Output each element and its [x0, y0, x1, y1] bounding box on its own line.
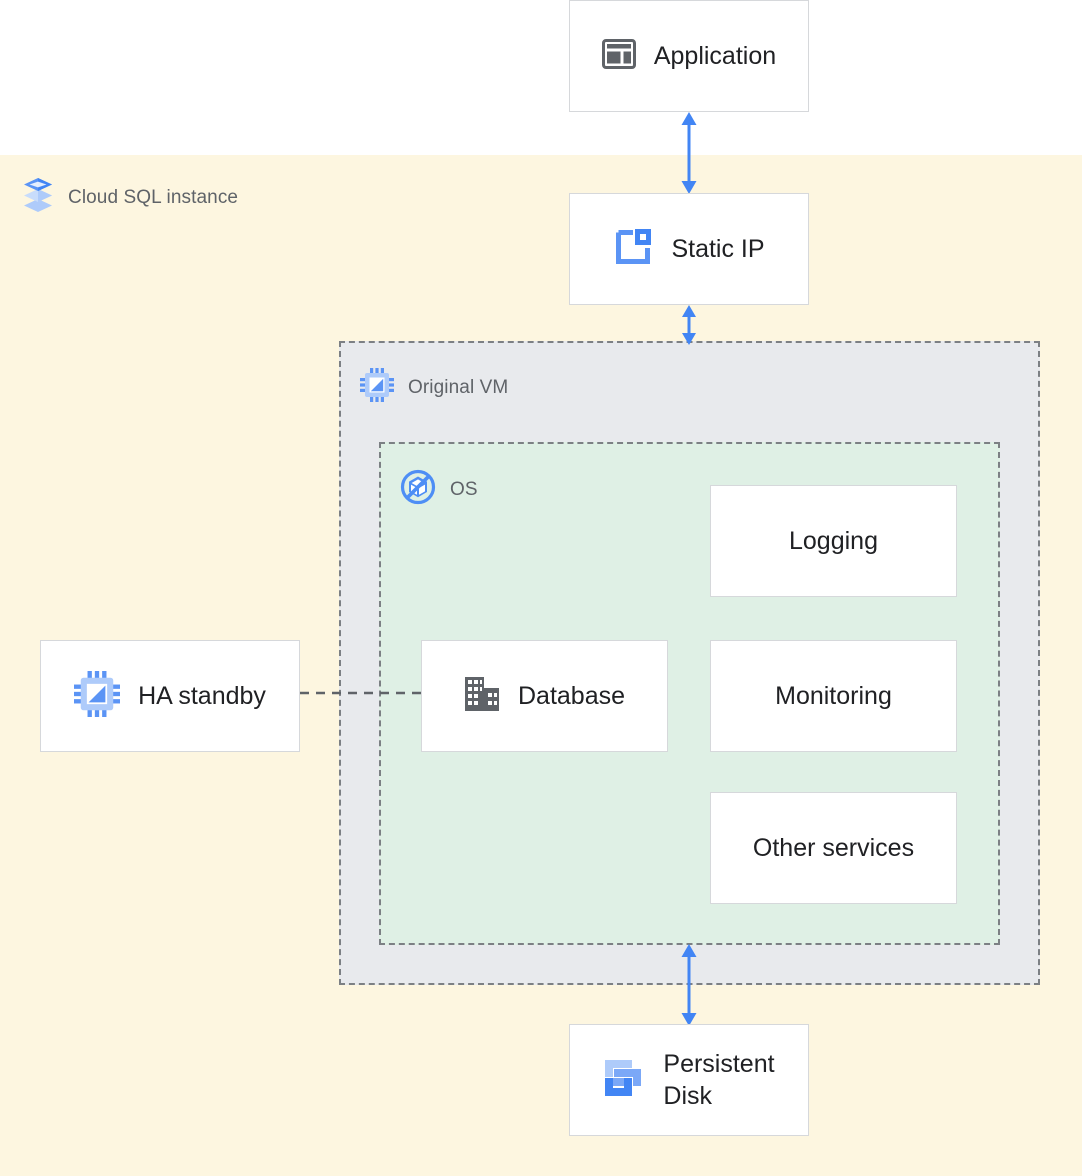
zone-label-text: OS — [450, 478, 478, 500]
zone-label-text: Cloud SQL instance — [68, 186, 239, 208]
vm-chip-icon — [360, 368, 394, 407]
node-label: Persistent Disk — [663, 1050, 775, 1110]
connector-ha-standby-to-original-vm — [300, 691, 422, 695]
zone-label-os: OS — [400, 469, 478, 510]
node-label: Static IP — [671, 235, 765, 263]
node-label: Logging — [789, 527, 878, 555]
node-application[interactable]: Application — [569, 0, 809, 112]
node-label: Other services — [752, 834, 915, 862]
node-ha-standby[interactable]: HA standby — [40, 640, 300, 752]
node-label: Monitoring — [775, 682, 892, 710]
connector-static-ip-to-original-vm — [682, 305, 696, 345]
os-cube-icon — [400, 469, 436, 510]
node-monitoring[interactable]: Monitoring — [710, 640, 957, 752]
node-label: Application — [653, 42, 777, 70]
node-other-services[interactable]: Other services — [710, 792, 957, 904]
cloud-sql-icon — [22, 178, 54, 217]
node-logging[interactable]: Logging — [710, 485, 957, 597]
zone-label-cloud-sql-instance: Cloud SQL instance — [22, 178, 238, 217]
node-label: HA standby — [138, 682, 266, 710]
zone-label-text: Original VM — [408, 376, 509, 398]
node-persistent-disk[interactable]: Persistent Disk — [569, 1024, 809, 1136]
node-label: Database — [517, 682, 626, 710]
node-database[interactable]: Database — [421, 640, 668, 752]
vm-chip-icon — [74, 670, 121, 722]
node-static-ip[interactable]: Static IP — [569, 193, 809, 305]
database-building-icon — [464, 676, 500, 716]
application-window-icon — [601, 38, 636, 74]
zone-label-original-vm: Original VM — [360, 368, 508, 407]
persistent-disk-icon — [603, 1058, 643, 1103]
static-ip-icon — [613, 227, 653, 272]
connector-application-to-static-ip — [681, 112, 697, 194]
connector-os-to-persistent-disk — [681, 944, 697, 1026]
